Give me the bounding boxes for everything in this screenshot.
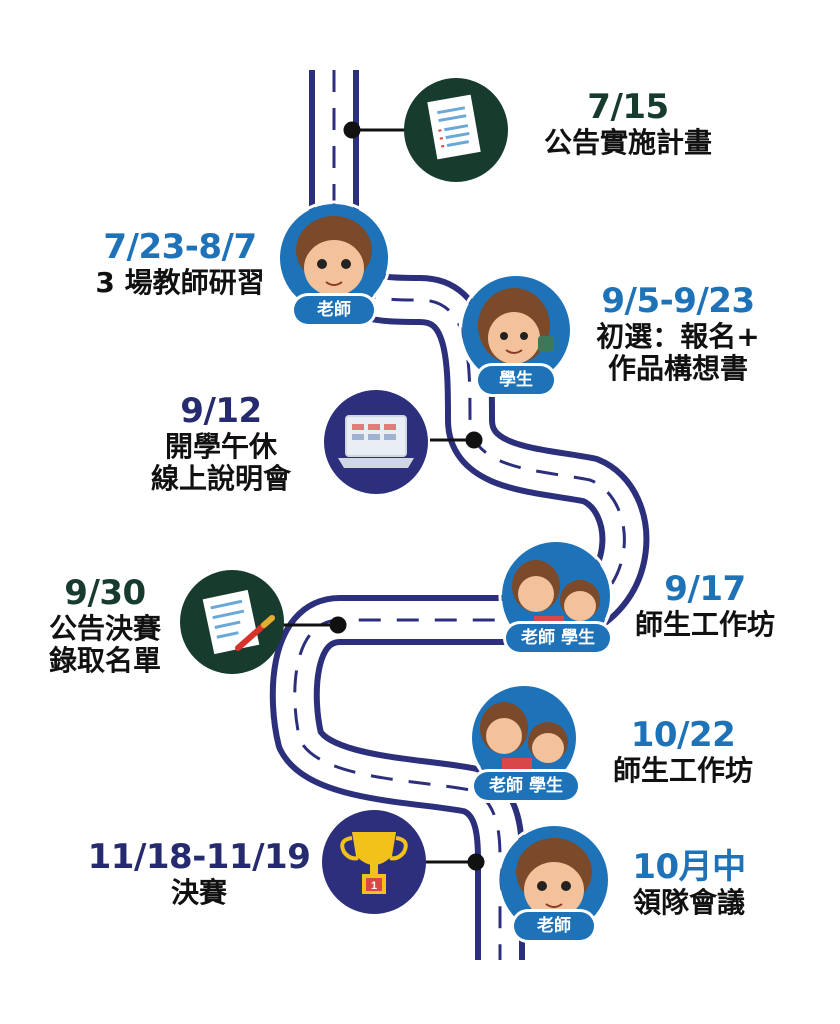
document-pen-icon bbox=[180, 570, 284, 674]
milestone-desc: 師生工作坊 bbox=[612, 754, 753, 788]
milestone-date: 9/12 bbox=[180, 391, 262, 431]
milestone-date: 7/15 bbox=[587, 87, 669, 127]
milestone-10-22: 10/22 師生工作坊 bbox=[598, 715, 768, 788]
teacher-avatar-1 bbox=[276, 200, 392, 316]
milestone-10-mid: 10月中 領隊會議 bbox=[614, 847, 764, 920]
milestone-date: 10月中 bbox=[632, 847, 746, 887]
milestone-9-30: 9/30 公告決賽 錄取名單 bbox=[40, 573, 170, 678]
milestone-desc: 公告決賽 bbox=[48, 612, 161, 646]
connectors bbox=[280, 121, 485, 871]
milestone-9-12: 9/12 開學午休 線上說明會 bbox=[136, 391, 306, 496]
milestone-desc: 領隊會議 bbox=[632, 886, 745, 920]
milestone-date: 9/30 bbox=[64, 573, 146, 613]
milestone-desc: 公告實施計畫 bbox=[543, 126, 712, 160]
badge-teacher-student-1: 老師 學生 bbox=[506, 624, 610, 652]
road-center-line bbox=[293, 70, 626, 960]
milestone-desc: 師生工作坊 bbox=[634, 608, 775, 642]
badge-teacher-student-2: 老師 學生 bbox=[474, 772, 578, 800]
milestone-desc: 作品構想書 bbox=[607, 352, 748, 386]
teacher-student-avatar-1 bbox=[498, 538, 614, 654]
milestone-9-5: 9/5-9/23 初選：報名+ 作品構想書 bbox=[578, 281, 778, 386]
milestone-date: 9/17 bbox=[664, 569, 746, 609]
student-avatar bbox=[458, 272, 574, 388]
badge-student: 學生 bbox=[478, 366, 554, 394]
teacher-student-avatar-2 bbox=[468, 682, 580, 794]
trophy-icon: 1 bbox=[322, 810, 426, 914]
milestone-7-15: 7/15 公告實施計畫 bbox=[528, 87, 728, 160]
milestone-desc: 線上說明會 bbox=[150, 462, 291, 496]
trophy-number: 1 bbox=[371, 880, 377, 892]
milestone-date: 11/18-11/19 bbox=[87, 837, 311, 877]
document-icon bbox=[404, 78, 508, 182]
milestone-desc: 錄取名單 bbox=[48, 644, 161, 678]
milestone-11-18: 11/18-11/19 決賽 bbox=[86, 837, 312, 910]
laptop-icon bbox=[324, 390, 428, 494]
teacher-avatar-2 bbox=[496, 822, 612, 938]
milestone-date: 9/5-9/23 bbox=[601, 281, 755, 321]
milestone-date: 7/23-8/7 bbox=[103, 227, 257, 267]
milestone-desc: 3 場教師研習 bbox=[95, 266, 265, 300]
milestone-desc: 開學午休 bbox=[164, 430, 277, 464]
badge-teacher-2: 老師 bbox=[514, 912, 594, 940]
milestone-7-23: 7/23-8/7 3 場教師研習 bbox=[80, 227, 280, 300]
milestone-desc: 決賽 bbox=[170, 876, 227, 910]
milestone-desc: 初選：報名+ bbox=[596, 320, 760, 354]
badge-teacher-1: 老師 bbox=[294, 296, 374, 324]
milestone-date: 10/22 bbox=[630, 715, 736, 755]
milestone-9-17: 9/17 師生工作坊 bbox=[620, 569, 790, 642]
